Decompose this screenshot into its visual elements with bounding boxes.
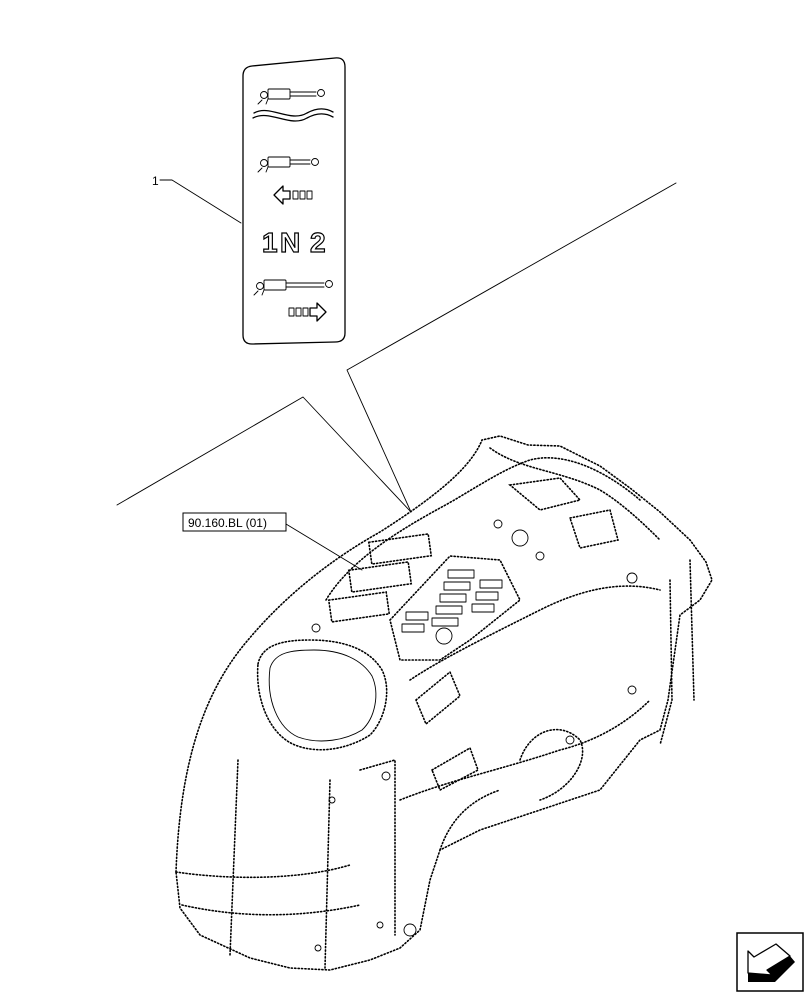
detail-plane-lines bbox=[116, 182, 677, 513]
cylinder-retract-icon bbox=[257, 156, 319, 205]
keypad-blocks bbox=[327, 533, 433, 623]
control-console bbox=[389, 555, 522, 661]
reference-leader-line bbox=[285, 523, 363, 571]
decal-outline bbox=[242, 57, 346, 345]
gear-2: 2 bbox=[310, 227, 326, 258]
cylinder-extend-icon bbox=[253, 279, 333, 322]
window-opening bbox=[256, 639, 388, 751]
reference-code[interactable]: 90.160.BL (01) bbox=[188, 516, 267, 530]
reference-callout[interactable]: 90.160.BL (01) bbox=[182, 512, 287, 532]
cylinder-float-icon bbox=[252, 88, 334, 122]
gear-selector-text: 1 N 2 bbox=[261, 226, 326, 258]
item-number-label: 1 bbox=[152, 174, 159, 188]
reference-box[interactable] bbox=[182, 512, 287, 532]
fender-assembly bbox=[175, 435, 713, 971]
gear-1: 1 bbox=[262, 227, 278, 258]
arrow-icon[interactable] bbox=[736, 932, 804, 992]
switch-array bbox=[401, 569, 503, 645]
gear-n: N bbox=[280, 227, 300, 258]
fender-outline bbox=[175, 435, 713, 971]
item-leader-line bbox=[159, 179, 242, 224]
decal-panel: 1 N 2 bbox=[242, 57, 346, 345]
